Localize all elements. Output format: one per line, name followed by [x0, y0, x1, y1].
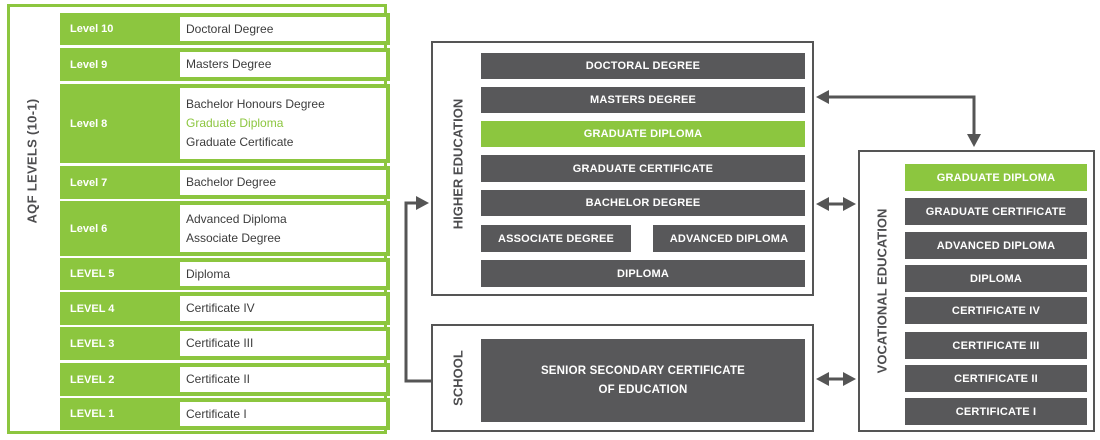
senior-secondary-certificate: SENIOR SECONDARY CERTIFICATE OF EDUCATIO… — [481, 339, 805, 422]
aqf-level-label: LEVEL 3 — [70, 337, 115, 350]
he-doctoral-degree: DOCTORAL DEGREE — [481, 53, 805, 79]
aqf-level-label: Level 9 — [70, 58, 108, 71]
he-associate-degree: ASSOCIATE DEGREE — [481, 225, 631, 252]
ve-graduate-certificate: GRADUATE CERTIFICATE — [905, 198, 1087, 225]
aqf-qualifications: Bachelor Degree — [180, 170, 386, 195]
ve-diploma: DIPLOMA — [905, 265, 1087, 292]
aqf-level-label: Level 10 — [70, 23, 114, 35]
aqf-qualifications: Bachelor Honours Degree Graduate Diploma… — [180, 88, 386, 159]
he-advanced-diploma: ADVANCED DIPLOMA — [653, 225, 805, 252]
aqf-level-label: Level 8 — [70, 117, 108, 130]
school-box: SCHOOL SENIOR SECONDARY CERTIFICATE OF E… — [431, 324, 814, 432]
vocational-education-title-text: VOCATIONAL EDUCATION — [874, 208, 890, 374]
aqf-qualifications: Certificate I — [180, 402, 386, 426]
aqf-qualification: Bachelor Honours Degree — [186, 97, 325, 111]
aqf-qualification: Doctoral Degree — [186, 21, 274, 36]
aqf-qualifications: Certificate IV — [180, 296, 386, 321]
aqf-qualifications: Masters Degree — [180, 52, 386, 77]
aqf-level-row-8: Level 8 Bachelor Honours Degree Graduate… — [60, 84, 390, 163]
aqf-level-label: LEVEL 2 — [70, 373, 115, 386]
aqf-qualification: Bachelor Degree — [186, 175, 277, 189]
aqf-level-label: LEVEL 4 — [70, 302, 115, 315]
aqf-levels-title-text: AQF LEVELS (10-1) — [24, 98, 40, 224]
aqf-level-row-4: LEVEL 4 Certificate IV — [60, 292, 390, 325]
he-bachelor-degree: BACHELOR DEGREE — [481, 190, 805, 216]
aqf-qualification: Certificate II — [186, 372, 251, 386]
vocational-end-arrowhead — [967, 134, 981, 147]
school-to-higher-ed-arrowhead — [416, 196, 429, 210]
aqf-qualification: Masters Degree — [186, 57, 272, 71]
school-to-higher-ed-arrow — [404, 201, 431, 383]
school-vocational-arrowhead-left — [816, 372, 829, 386]
he-graduate-certificate: GRADUATE CERTIFICATE — [481, 155, 805, 182]
aqf-level-label: Level 7 — [70, 176, 108, 189]
aqf-qualification: Graduate Certificate — [186, 135, 294, 149]
aqf-level-row-2: LEVEL 2 Certificate II — [60, 363, 390, 396]
aqf-qualification: Advanced Diploma — [186, 211, 287, 226]
school-title-text: SCHOOL — [450, 350, 466, 406]
aqf-qualification: Certificate I — [186, 406, 247, 421]
aqf-qualifications: Certificate II — [180, 367, 386, 392]
aqf-levels-panel: AQF LEVELS (10-1) Level 10 Doctoral Degr… — [7, 4, 390, 434]
aqf-qualifications: Diploma — [180, 262, 386, 286]
aqf-qualifications: Certificate III — [180, 331, 386, 356]
senior-secondary-certificate-line1: SENIOR SECONDARY CERTIFICATE — [540, 364, 746, 377]
he-diploma: DIPLOMA — [481, 260, 805, 287]
senior-secondary-certificate-line2: OF EDUCATION — [598, 383, 688, 396]
aqf-qualification: Diploma — [186, 266, 231, 281]
aqf-level-row-6: Level 6 Advanced Diploma Associate Degre… — [60, 201, 390, 256]
aqf-qualifications: Doctoral Degree — [180, 17, 386, 41]
school-vocational-arrowhead-right — [843, 372, 856, 386]
ve-certificate-iii: CERTIFICATE III — [905, 332, 1087, 359]
aqf-qualification: Certificate IV — [186, 301, 255, 315]
bachelor-vocational-arrowhead-right — [843, 197, 856, 211]
vocational-education-box: VOCATIONAL EDUCATION GRADUATE DIPLOMA GR… — [858, 150, 1095, 432]
aqf-level-row-10: Level 10 Doctoral Degree — [60, 13, 390, 45]
aqf-level-row-5: LEVEL 5 Diploma — [60, 258, 390, 290]
higher-education-title-text: HIGHER EDUCATION — [450, 98, 466, 230]
ve-graduate-diploma: GRADUATE DIPLOMA — [905, 164, 1087, 191]
ve-certificate-iv: CERTIFICATE IV — [905, 297, 1087, 324]
masters-to-vocational-arrow — [826, 95, 976, 136]
he-masters-degree: MASTERS DEGREE — [481, 87, 805, 113]
he-graduate-diploma: GRADUATE DIPLOMA — [481, 121, 805, 147]
aqf-level-row-7: Level 7 Bachelor Degree — [60, 166, 390, 199]
aqf-level-label: LEVEL 5 — [70, 268, 115, 280]
bachelor-vocational-arrowhead-left — [816, 197, 829, 211]
ve-certificate-ii: CERTIFICATE II — [905, 365, 1087, 392]
ve-certificate-i: CERTIFICATE I — [905, 398, 1087, 425]
ve-advanced-diploma: ADVANCED DIPLOMA — [905, 232, 1087, 259]
aqf-qualification-highlighted: Graduate Diploma — [186, 116, 284, 130]
aqf-level-row-9: Level 9 Masters Degree — [60, 48, 390, 81]
aqf-qualifications: Advanced Diploma Associate Degree — [180, 205, 386, 252]
higher-education-box: HIGHER EDUCATION DOCTORAL DEGREE MASTERS… — [431, 41, 814, 296]
aqf-level-row-1: LEVEL 1 Certificate I — [60, 398, 390, 430]
aqf-qualification: Certificate III — [186, 336, 254, 350]
aqf-qualification: Associate Degree — [186, 230, 281, 245]
aqf-level-label: Level 6 — [70, 222, 108, 235]
aqf-level-label: LEVEL 1 — [70, 408, 115, 420]
masters-end-arrowhead — [816, 90, 829, 104]
aqf-level-row-3: LEVEL 3 Certificate III — [60, 327, 390, 360]
